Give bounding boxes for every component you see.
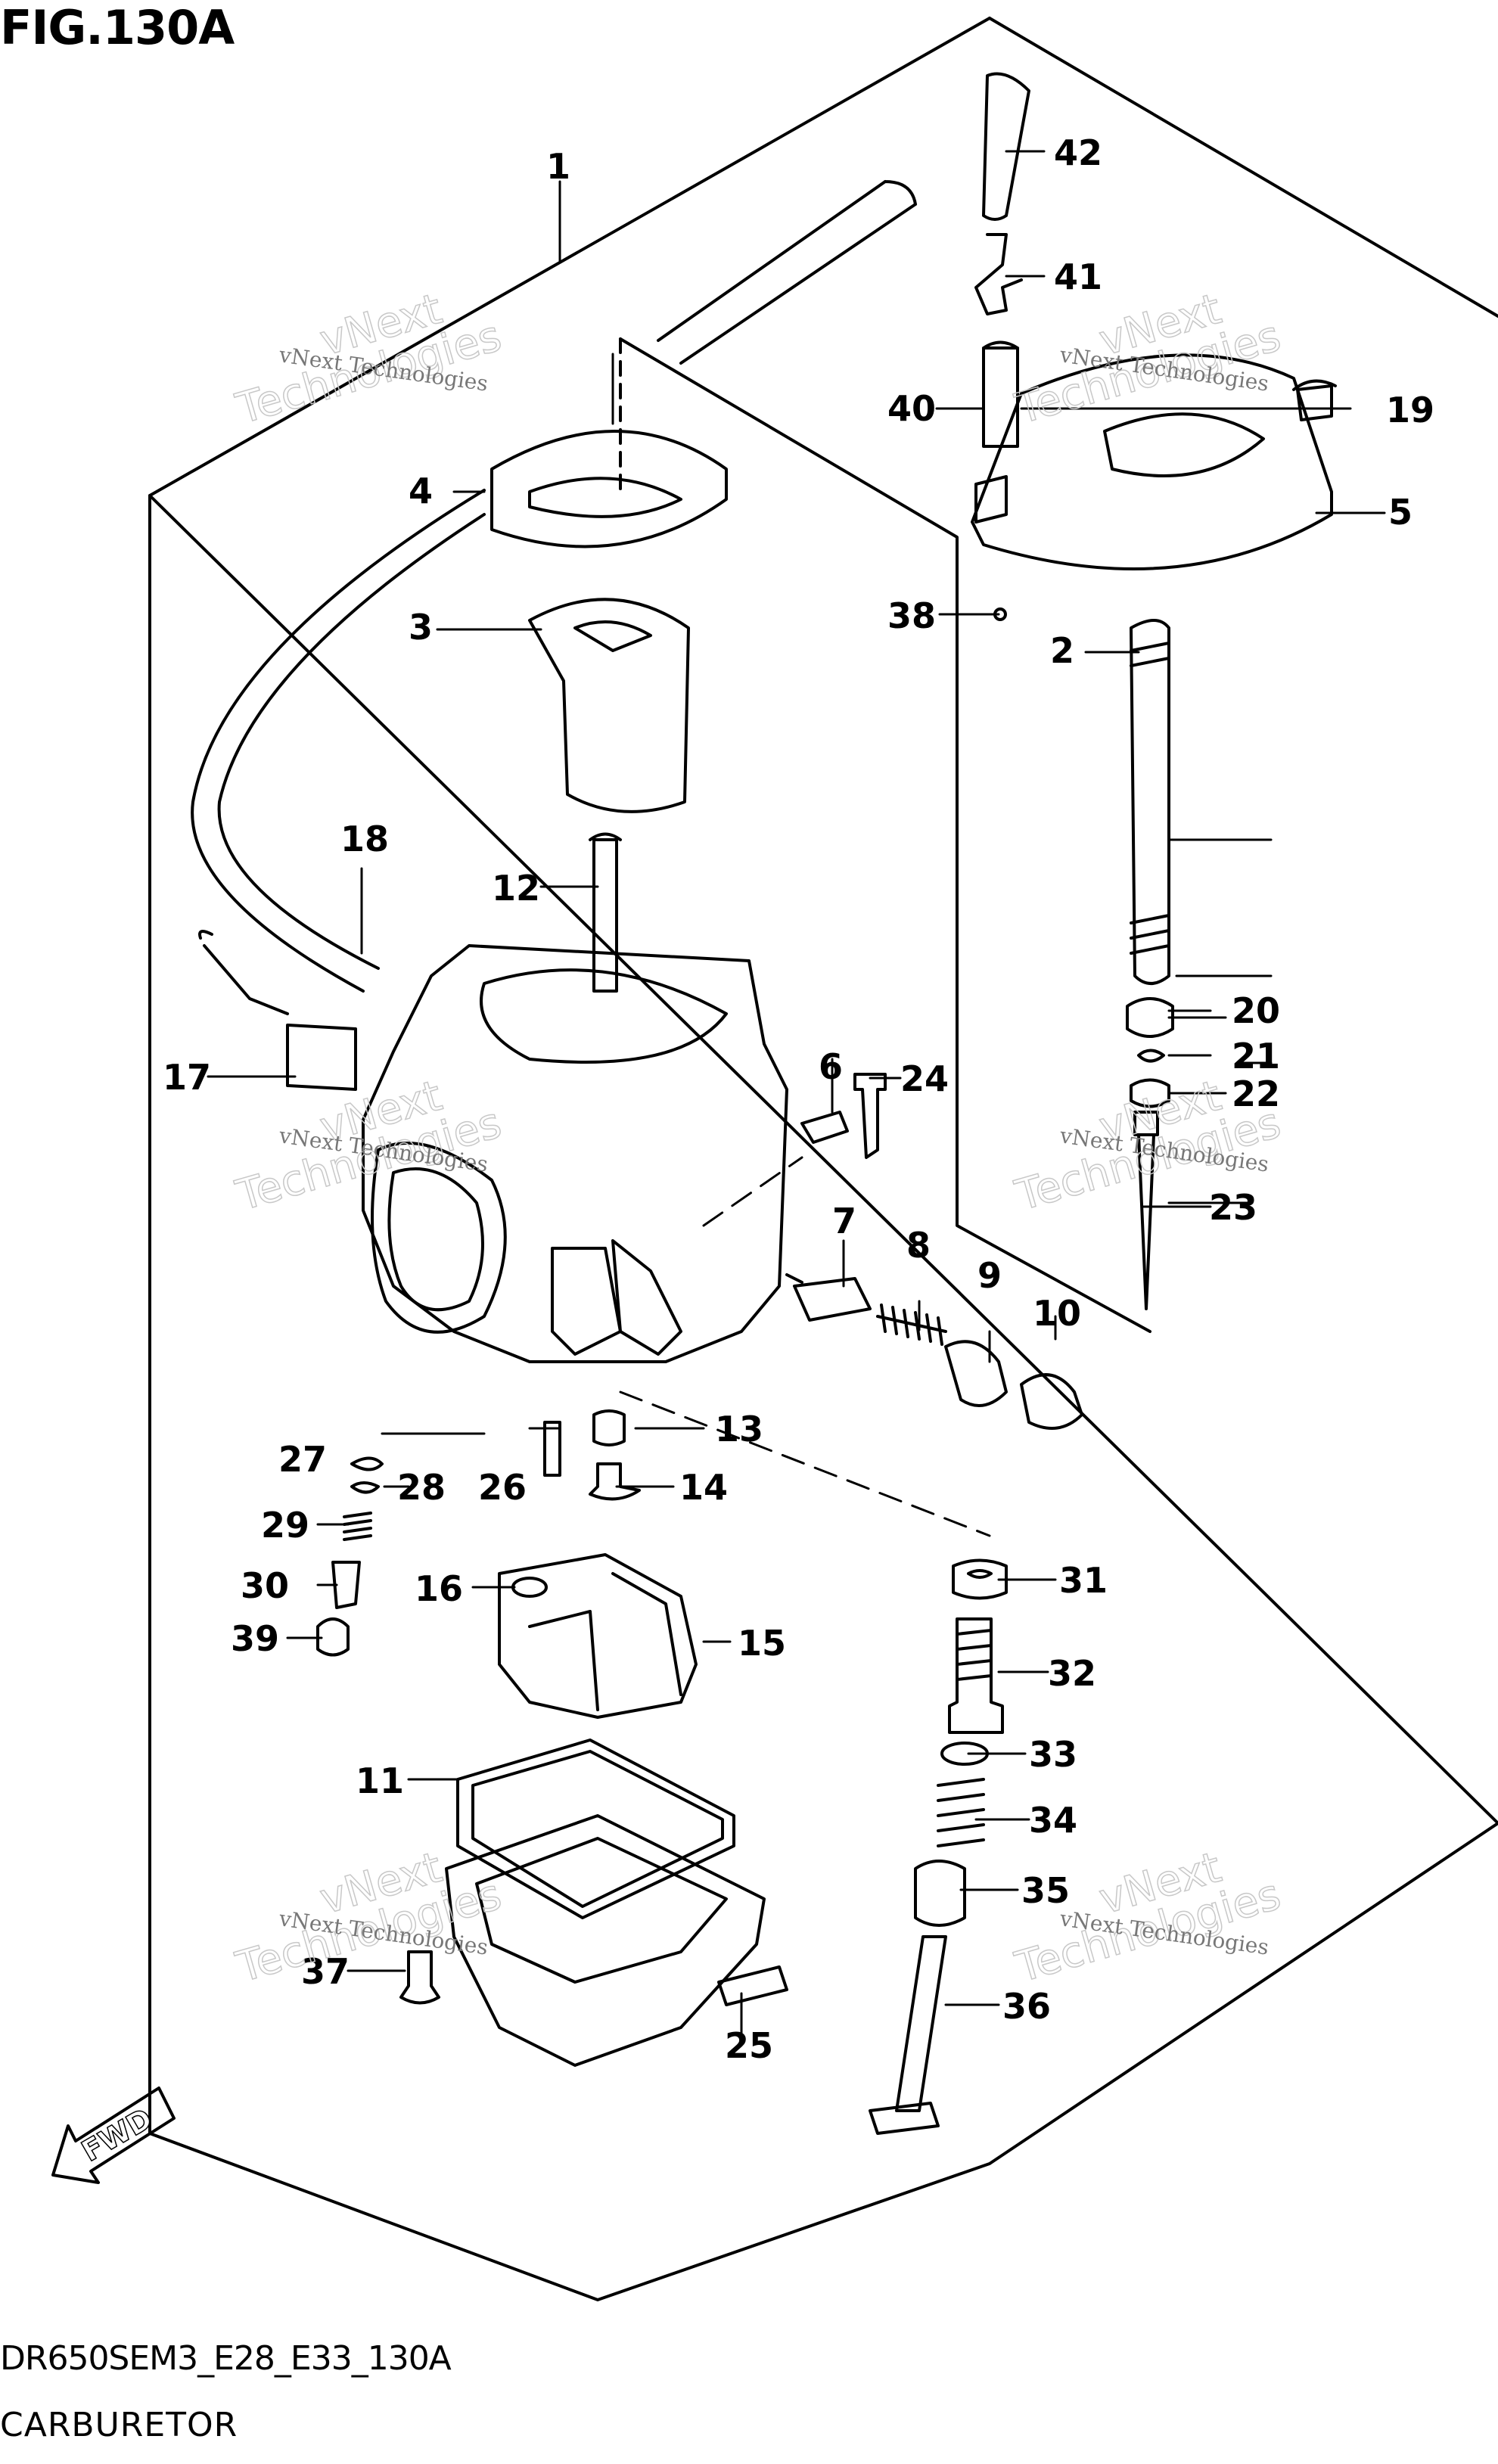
pilot-dash-line xyxy=(702,1156,803,1227)
washer-28 xyxy=(350,1481,380,1494)
bushing-35 xyxy=(914,1860,966,1927)
o-ring-38 xyxy=(993,607,1007,621)
watermark-group: Technologies vNext vNext Technologies Te… xyxy=(230,284,1286,1993)
callout-27: 27 xyxy=(278,1439,327,1480)
callout-4: 4 xyxy=(409,471,433,511)
callout-24: 24 xyxy=(900,1058,949,1099)
callout-1: 1 xyxy=(546,146,570,187)
callout-29: 29 xyxy=(261,1505,309,1546)
hose-42 xyxy=(982,72,1030,221)
callout-6: 6 xyxy=(819,1046,843,1087)
callout-39: 39 xyxy=(231,1618,279,1659)
callout-26: 26 xyxy=(478,1467,527,1508)
spring-34 xyxy=(937,1778,985,1847)
callout-32: 32 xyxy=(1048,1653,1096,1694)
callout-30: 30 xyxy=(241,1565,289,1606)
float-15 xyxy=(498,1553,698,1719)
screw-30 xyxy=(331,1561,361,1609)
needle-23 xyxy=(1133,1111,1159,1310)
o-ring-33 xyxy=(940,1742,989,1766)
callout-23: 23 xyxy=(1209,1187,1257,1228)
callout-41: 41 xyxy=(1054,256,1102,297)
gasket-11 xyxy=(456,1738,735,1919)
callout-18: 18 xyxy=(340,819,389,859)
washer-22 xyxy=(1130,1078,1170,1108)
callout-17: 17 xyxy=(163,1057,211,1098)
callout-10: 10 xyxy=(1033,1293,1081,1334)
callout-19: 19 xyxy=(1386,390,1434,430)
callout-labels: 1 2 3 4 5 6 7 8 9 10 11 12 13 14 15 16 1… xyxy=(163,132,1434,2066)
callout-22: 22 xyxy=(1232,1074,1280,1114)
screw-14 xyxy=(589,1462,641,1501)
vent-hose xyxy=(191,180,917,993)
figure-name: CARBURETOR xyxy=(0,2406,238,2444)
plunger-9 xyxy=(944,1340,1008,1407)
callout-37: 37 xyxy=(301,1951,350,1992)
float-bowl xyxy=(445,1814,766,2067)
fwd-label: FWD xyxy=(76,2102,158,2168)
callout-34: 34 xyxy=(1029,1800,1077,1841)
assembly-boundary-top xyxy=(148,17,991,497)
screw-24 xyxy=(853,1073,887,1159)
callout-38: 38 xyxy=(887,595,936,636)
jet-13 xyxy=(592,1409,626,1446)
screw-37 xyxy=(399,1950,440,2005)
callout-13: 13 xyxy=(715,1409,763,1450)
spring-2 xyxy=(1130,619,1170,985)
carburetor-body-lever xyxy=(611,1239,682,1356)
spring-29 xyxy=(343,1512,372,1541)
spring-8 xyxy=(876,1303,947,1346)
plug-39 xyxy=(316,1617,350,1657)
plug-6 xyxy=(800,1111,849,1144)
retainer-20 xyxy=(1126,997,1174,1038)
clip-21 xyxy=(1137,1049,1165,1063)
fwd-arrow xyxy=(51,2086,176,2184)
figure-title: FIG.130A xyxy=(0,0,235,55)
cap-screw-19 xyxy=(1292,379,1337,421)
figure-code: DR650SEM3_E28_E33_130A xyxy=(0,2339,452,2378)
callout-20: 20 xyxy=(1232,990,1280,1031)
callout-14: 14 xyxy=(679,1467,728,1508)
jet-26 xyxy=(543,1421,561,1477)
callout-33: 33 xyxy=(1029,1734,1077,1775)
carburetor-body xyxy=(362,944,788,1363)
nut-31 xyxy=(952,1558,1008,1600)
callout-21: 21 xyxy=(1232,1036,1280,1077)
t-joint-41 xyxy=(974,233,1023,315)
callout-5: 5 xyxy=(1388,492,1413,533)
callout-8: 8 xyxy=(906,1225,931,1266)
hose-40 xyxy=(982,340,1019,448)
bolt-32 xyxy=(948,1617,1004,1734)
callout-31: 31 xyxy=(1059,1560,1108,1601)
assembly-boundary xyxy=(148,17,1498,2301)
drain-screw-25 xyxy=(717,1965,788,2006)
cap-10 xyxy=(1020,1373,1083,1430)
callout-11: 11 xyxy=(356,1760,404,1801)
adjuster-36 xyxy=(869,1935,947,2135)
callout-42: 42 xyxy=(1054,132,1102,173)
callout-16: 16 xyxy=(415,1568,463,1609)
callout-25: 25 xyxy=(725,2025,773,2066)
screw-12 xyxy=(589,832,622,993)
jet-dash-line xyxy=(619,1390,991,1537)
carb-cap xyxy=(971,353,1333,570)
o-ring-27 xyxy=(350,1456,384,1471)
callout-3: 3 xyxy=(409,607,433,648)
float-valve-7 xyxy=(785,1273,872,1322)
callout-36: 36 xyxy=(1002,1986,1051,2027)
callout-7: 7 xyxy=(832,1201,856,1241)
callout-15: 15 xyxy=(738,1623,786,1664)
callout-40: 40 xyxy=(887,388,936,429)
o-ring-16 xyxy=(511,1577,548,1598)
piston-3 xyxy=(528,598,690,813)
diaphragm-sub-boundary xyxy=(619,337,1151,1333)
diaphragm-4 xyxy=(490,430,728,548)
callout-35: 35 xyxy=(1021,1870,1070,1911)
callout-12: 12 xyxy=(492,868,540,909)
sensor-17 xyxy=(198,930,357,1091)
callout-28: 28 xyxy=(397,1467,446,1508)
callout-9: 9 xyxy=(977,1255,1002,1296)
callout-2: 2 xyxy=(1050,630,1074,671)
